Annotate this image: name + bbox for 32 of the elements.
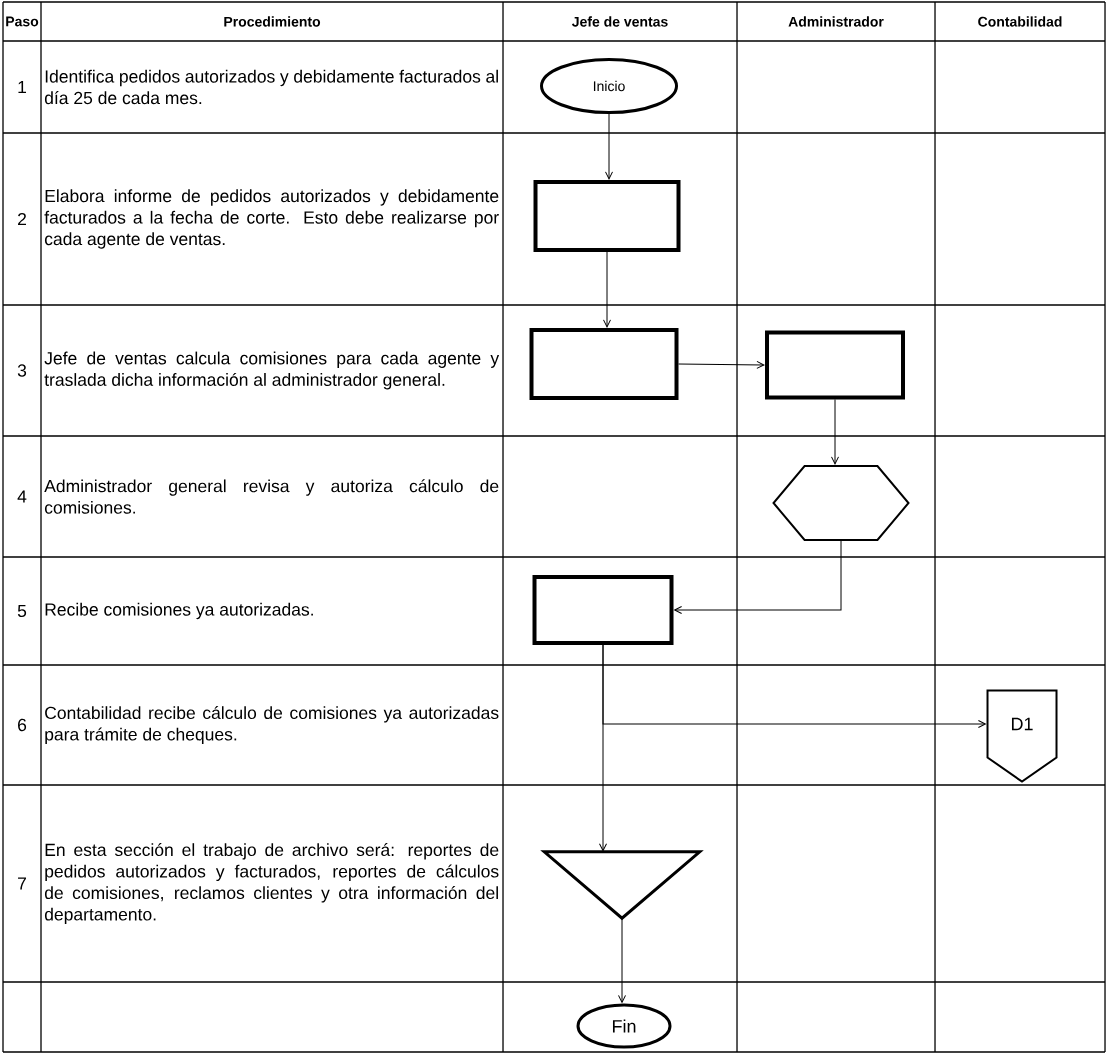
- procedure-text: Elabora informe de pedidos autorizados y debidamente facturados a la fecha de corte. Esto debe realizarse por cada agente de ventas.: [44, 189, 499, 249]
- procedure-text: Identifica pedidos autorizados y debidamente facturados al día 25 de cada mes.: [44, 69, 498, 105]
- arrow: [605, 113, 613, 180]
- table-header: Procedimiento: [224, 16, 321, 27]
- table-header: Contabilidad: [978, 16, 1062, 27]
- arrow: [678, 360, 765, 369]
- step-number: 2: [18, 212, 26, 226]
- arrow: [603, 251, 611, 328]
- step-number: 3: [17, 364, 27, 377]
- offpage-connector: D1: [986, 689, 1058, 783]
- procedure-text: Recibe comisiones ya autorizadas.: [45, 602, 313, 620]
- table-header: Paso: [6, 16, 39, 27]
- process-box: [765, 330, 905, 400]
- procedure-text: Contabilidad recibe cálculo de comisiones ya autorizadas para trámite de cheques.: [45, 706, 499, 745]
- process-box: [532, 575, 674, 645]
- step-number: 4: [17, 490, 27, 503]
- step-number: 7: [18, 877, 26, 890]
- procedure-text: En esta sección el trabajo de archivo será: reportes de pedidos autorizados y facturados, reportes de cálculos de comisiones, reclamos clientes y otra información del departamento.: [44, 843, 499, 925]
- step-number: 6: [18, 718, 27, 732]
- procedure-text: Administrador general revisa y autoriza cálculo de comisiones.: [44, 479, 499, 514]
- process-box: [533, 180, 681, 252]
- arrow: [831, 399, 839, 465]
- arrow: [674, 540, 842, 614]
- arrow: [602, 644, 986, 728]
- step-number: 5: [17, 604, 27, 618]
- table-header: Administrador: [788, 16, 884, 27]
- table-header: Jefe de ventas: [572, 16, 668, 27]
- decision-hexagon: [772, 465, 910, 541]
- step-number: 1: [18, 81, 26, 94]
- process-box: [529, 328, 679, 400]
- procedure-text: Jefe de ventas calcula comisiones para cada agente y traslada dicha información al administrador general.: [44, 351, 500, 390]
- arrow: [618, 917, 626, 1003]
